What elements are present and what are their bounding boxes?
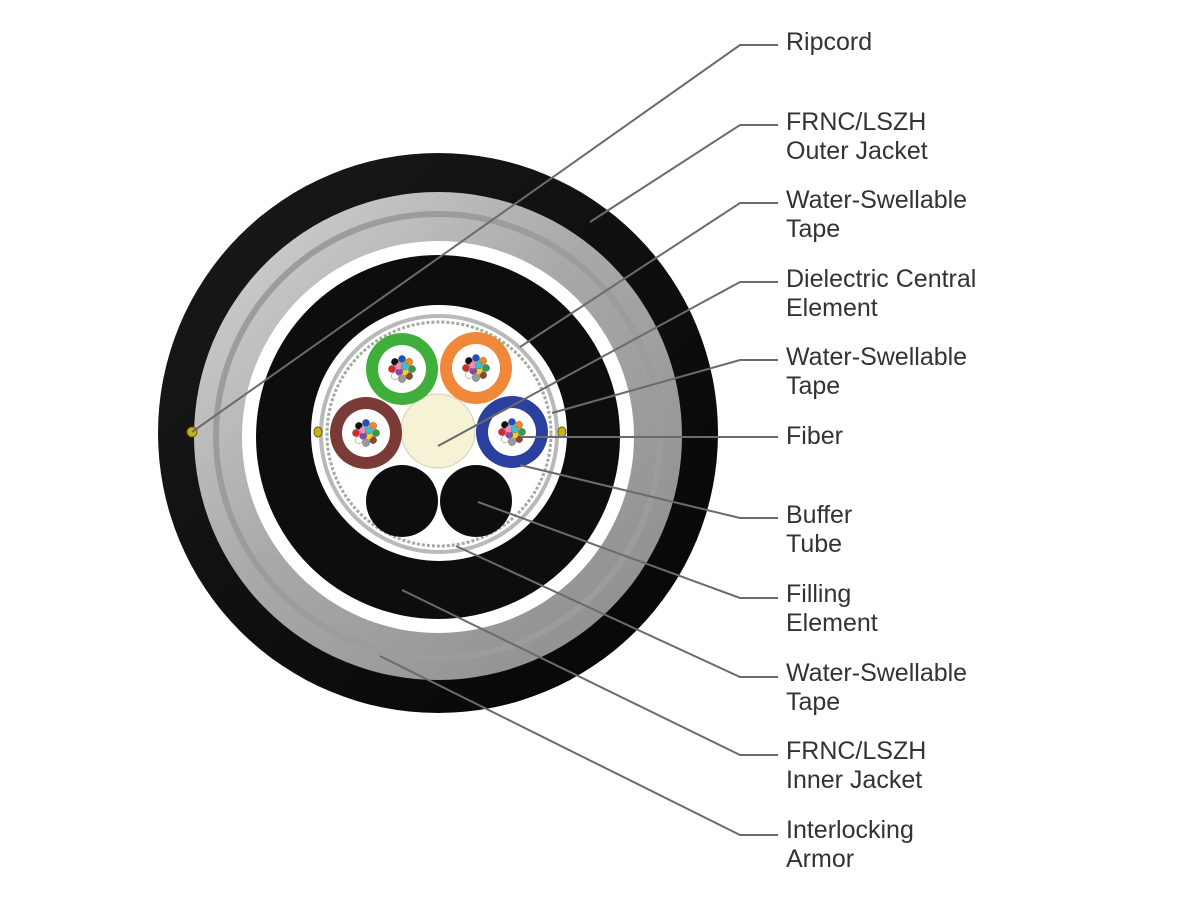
optical-fiber xyxy=(508,438,516,446)
buffer-tube-green xyxy=(366,333,438,405)
leader-inner-jacket xyxy=(401,589,778,756)
callout-buffer-tube: Buffer Tube xyxy=(786,501,852,559)
ripcord-inner-right xyxy=(557,426,567,438)
optical-fiber xyxy=(462,364,470,372)
callout-water-swellable-tape-1: Water-Swellable Tape xyxy=(786,186,967,244)
filling-element-right xyxy=(440,465,512,537)
optical-fiber xyxy=(400,362,409,371)
leader-water-swellable-tape-1 xyxy=(519,202,778,348)
optical-fiber xyxy=(472,354,480,362)
leader-ripcord xyxy=(191,44,778,433)
callout-interlocking-armor: Interlocking Armor xyxy=(786,816,914,874)
optical-fiber xyxy=(372,429,380,437)
callout-filling-element: Filling Element xyxy=(786,580,878,638)
optical-fiber xyxy=(398,375,406,383)
callout-outer-jacket: FRNC/LSZH Outer Jacket xyxy=(786,108,928,166)
ripcord-inner-left xyxy=(313,426,323,438)
callout-water-swellable-tape-2: Water-Swellable Tape xyxy=(786,343,967,401)
optical-fiber xyxy=(408,365,416,373)
buffer-tube-brown xyxy=(330,397,402,469)
callout-text: Water-Swellable xyxy=(786,343,968,371)
buffer-tube-orange xyxy=(440,332,512,404)
water-swellable-tape-core xyxy=(325,320,553,548)
callout-text: Filling xyxy=(786,580,852,608)
callout-text: FRNC/LSZH xyxy=(786,737,927,765)
callout-text: Element xyxy=(786,294,878,322)
optical-fiber xyxy=(352,429,360,437)
callout-text: Tape xyxy=(786,215,841,243)
callout-text: Water-Swellable xyxy=(786,186,968,214)
callout-text: Interlocking xyxy=(786,816,914,844)
callout-text: Buffer xyxy=(786,501,853,529)
optical-fiber xyxy=(398,355,406,363)
optical-fiber xyxy=(362,439,370,447)
callout-text: Tape xyxy=(786,372,841,400)
optical-fiber xyxy=(508,418,516,426)
callout-text: Fiber xyxy=(786,422,843,450)
leader-interlocking-armor xyxy=(379,655,778,836)
leader-filling-element xyxy=(477,501,778,599)
callout-text: Dielectric Central xyxy=(786,265,977,293)
leader-buffer-tube xyxy=(519,464,778,519)
callout-dielectric-central-element: Dielectric Central Element xyxy=(786,265,976,323)
callout-water-swellable-tape-3: Water-Swellable Tape xyxy=(786,659,967,717)
optical-fiber xyxy=(472,374,480,382)
optical-fiber xyxy=(498,428,506,436)
callout-text: FRNC/LSZH xyxy=(786,108,927,136)
callout-text: Tape xyxy=(786,688,841,716)
callout-text: Tube xyxy=(786,530,843,558)
optical-fiber xyxy=(510,425,519,434)
callout-text: Inner Jacket xyxy=(786,766,923,794)
callout-text: Outer Jacket xyxy=(786,137,928,165)
optical-fiber xyxy=(518,428,526,436)
callout-ripcord: Ripcord xyxy=(786,28,872,57)
filling-element-left xyxy=(366,465,438,537)
optical-fiber xyxy=(474,361,483,370)
callout-text: Armor xyxy=(786,845,855,873)
leader-water-swellable-tape-2 xyxy=(551,359,778,414)
leader-outer-jacket xyxy=(589,124,778,223)
callout-text: Ripcord xyxy=(786,28,873,56)
leader-dielectric-central-element xyxy=(437,281,778,447)
optical-fiber xyxy=(362,419,370,427)
callout-text: Element xyxy=(786,609,878,637)
callout-text: Water-Swellable xyxy=(786,659,968,687)
leader-water-swellable-tape-3 xyxy=(455,545,778,678)
buffer-tube-blue xyxy=(476,396,548,468)
callout-fiber: Fiber xyxy=(786,422,843,451)
callout-inner-jacket: FRNC/LSZH Inner Jacket xyxy=(786,737,926,795)
optical-fiber xyxy=(364,426,373,435)
optical-fiber xyxy=(482,364,490,372)
optical-fiber xyxy=(388,365,396,373)
